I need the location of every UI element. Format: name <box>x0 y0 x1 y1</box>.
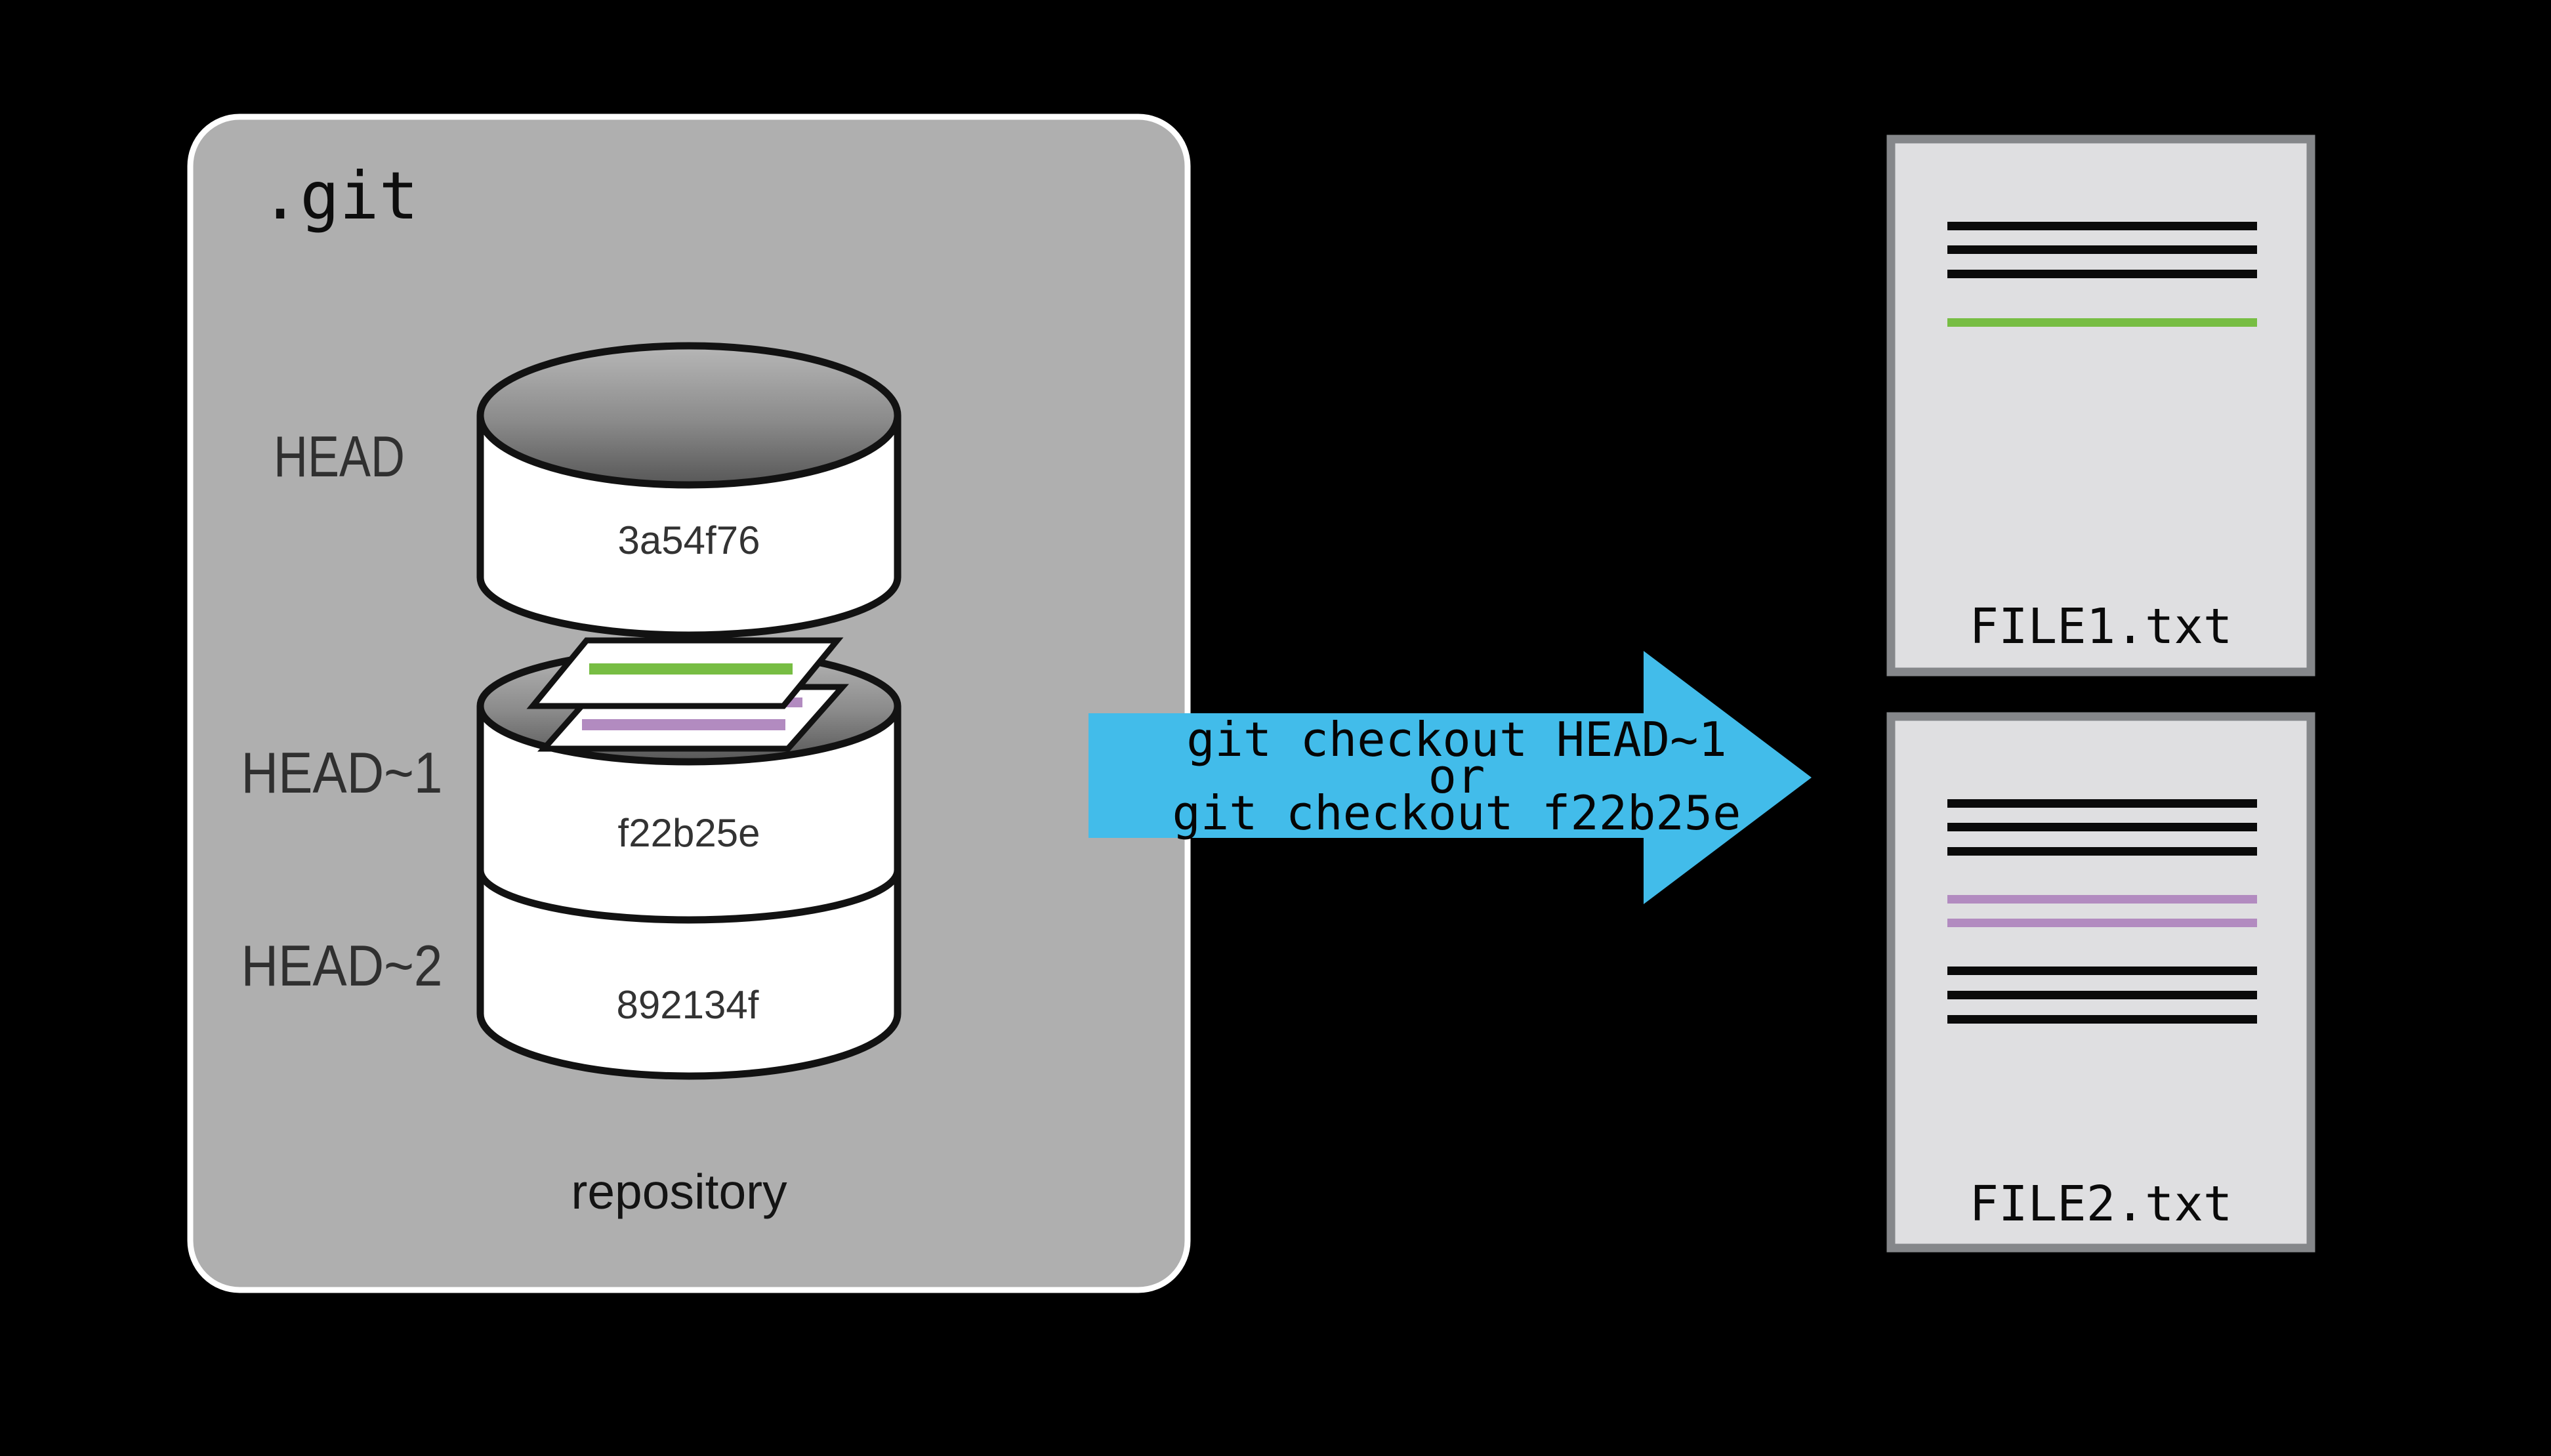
ref-label-head: HEAD <box>274 424 405 489</box>
text-line <box>1947 222 2257 230</box>
text-line <box>1947 799 2257 808</box>
git-box-title: .git <box>260 157 419 234</box>
repository-caption: repository <box>571 1164 787 1219</box>
text-line <box>1947 991 2257 999</box>
document-text-lines <box>1947 222 2257 327</box>
commit-hash-label: f22b25e <box>618 811 760 855</box>
cylinder-body <box>476 706 902 1080</box>
checkout-arrow: git checkout HEAD~1 or git checkout f22b… <box>1089 651 1812 904</box>
commit-hash-label: 892134f <box>617 983 759 1027</box>
right-arrow-icon <box>1089 651 1812 904</box>
added-line-green <box>589 663 793 675</box>
text-line <box>1947 823 2257 831</box>
changed-line-purple <box>1947 919 2257 927</box>
arrow-command-line-1: git checkout HEAD~1 <box>1186 712 1727 767</box>
file1-card: FILE1.txt <box>1886 135 2315 676</box>
text-line <box>1947 245 2257 254</box>
changed-line-purple <box>582 719 785 730</box>
ref-label-head-2: HEAD~2 <box>241 933 443 998</box>
text-line <box>1947 967 2257 975</box>
added-line-green <box>1947 318 2257 327</box>
file-card-background <box>1886 135 2315 676</box>
file-name-label: FILE1.txt <box>1970 598 2233 655</box>
database-icon-head: 3a54f76 <box>476 342 902 639</box>
text-line <box>1947 847 2257 856</box>
arrow-command-line-3: git checkout f22b25e <box>1172 785 1741 841</box>
changed-files-icon <box>526 637 849 752</box>
file2-card: FILE2.txt <box>1886 712 2315 1253</box>
file-card-background <box>1886 712 2315 1253</box>
arrow-command-line-2: or <box>1428 749 1485 804</box>
document-text-lines <box>1947 799 2257 1024</box>
ref-label-head-1: HEAD~1 <box>241 740 443 805</box>
database-icon-head-1-and-2: f22b25e 892134f <box>476 637 902 1080</box>
text-line <box>1947 270 2257 278</box>
commit-hash-label: 3a54f76 <box>618 518 760 562</box>
file-name-label: FILE2.txt <box>1970 1176 2233 1232</box>
text-line <box>1947 1015 2257 1024</box>
changed-line-purple <box>1947 895 2257 904</box>
cylinder-top <box>476 342 902 489</box>
git-repository-box: .git HEAD HEAD~1 HEAD~2 3a54f76 f22b25e <box>187 114 1191 1293</box>
cylinder-seam <box>476 869 902 924</box>
